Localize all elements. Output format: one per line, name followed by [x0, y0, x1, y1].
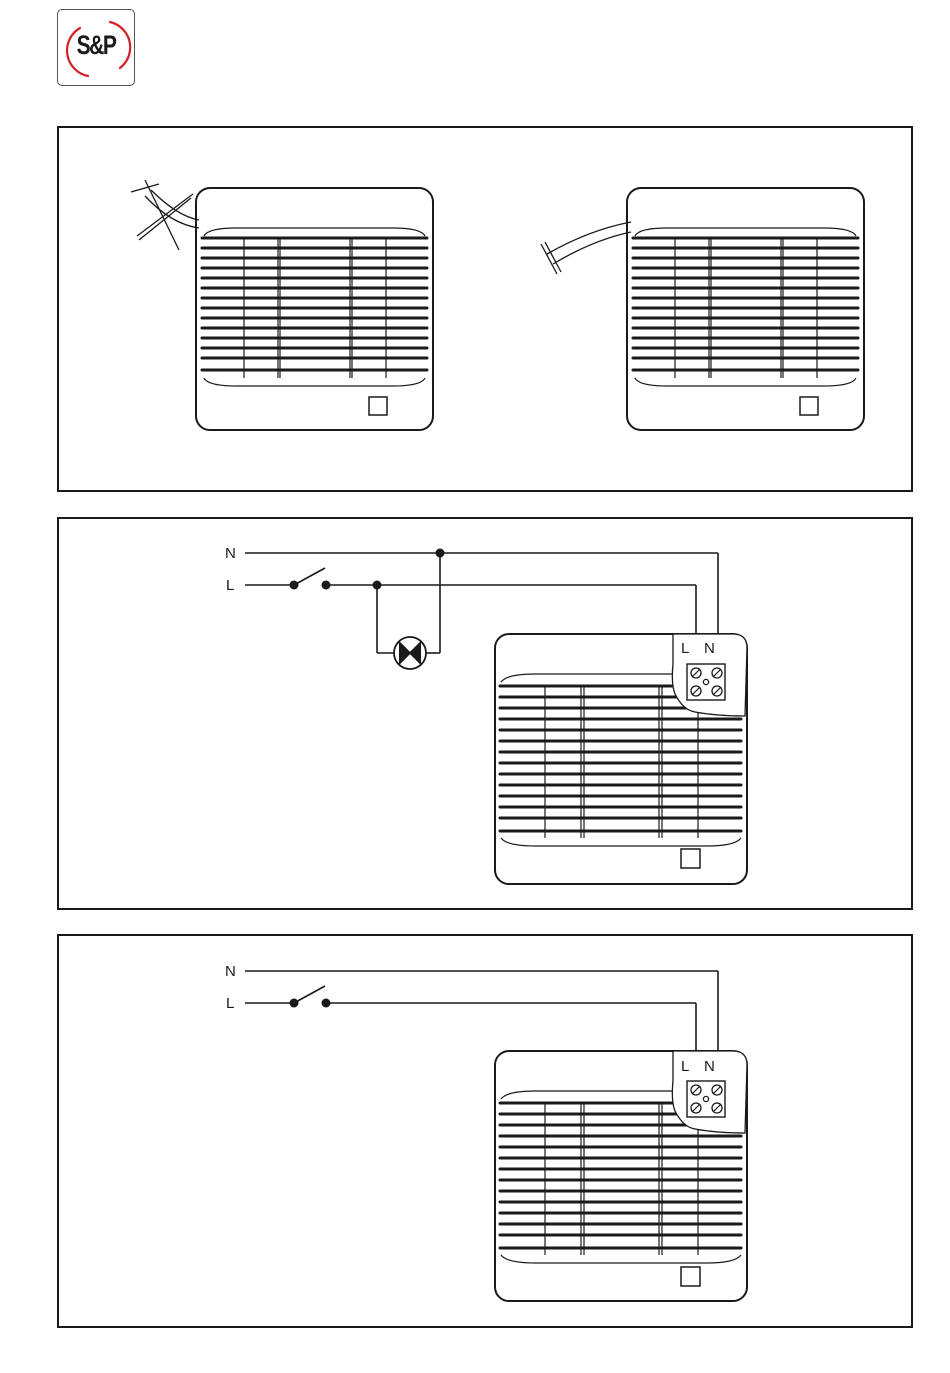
label-neutral: N — [225, 546, 236, 561]
logo-text: S&P — [66, 30, 125, 61]
lamp-icon — [394, 637, 426, 669]
switch-dots — [290, 999, 331, 1008]
panel-cable-entry — [57, 126, 913, 492]
junction-dots — [290, 549, 445, 590]
terminal-label-live-direct: L — [681, 1059, 689, 1074]
fan-unit-left — [196, 188, 433, 430]
wiring-diagram-direct — [59, 936, 915, 1330]
terminal-label-neutral-direct: N — [704, 1059, 715, 1074]
fan-unit-terminal-direct — [495, 1051, 747, 1301]
terminal-label-neutral: N — [704, 641, 715, 656]
label-live-direct: L — [226, 996, 234, 1011]
panel-wiring-direct: N L L N — [57, 934, 913, 1328]
cable-wrong-crossed — [131, 180, 199, 250]
cable-entry-diagram — [59, 128, 915, 494]
label-neutral-direct: N — [225, 964, 236, 979]
wiring-diagram-lamp — [59, 519, 915, 912]
fan-unit-terminal — [495, 634, 747, 884]
cable-correct — [541, 222, 631, 274]
panel-wiring-with-lamp: N L L N — [57, 517, 913, 910]
brand-logo: S&P — [57, 9, 135, 86]
label-live: L — [226, 578, 234, 593]
terminal-label-live: L — [681, 641, 689, 656]
fan-unit-right — [627, 188, 864, 430]
